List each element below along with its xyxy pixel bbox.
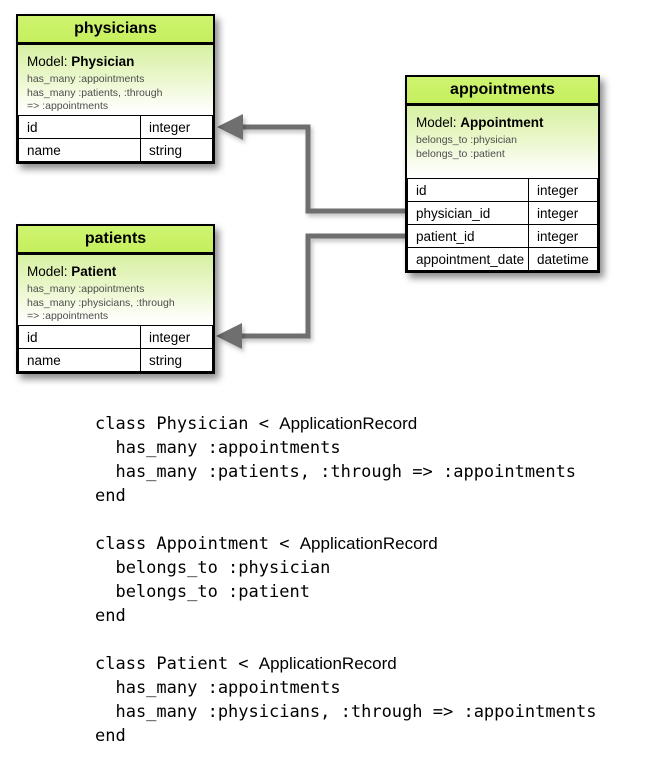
application-record-keyword: ApplicationRecord	[258, 654, 397, 673]
column-type-cell: string	[140, 138, 213, 162]
model-name: Physician	[71, 54, 135, 69]
model-name: Appointment	[460, 115, 544, 130]
column-name-cell: patient_id	[407, 224, 529, 248]
model-label: Model:	[416, 115, 457, 130]
table-appointments: appointments Model: Appointment belongs_…	[405, 75, 600, 273]
column-name-cell: name	[18, 348, 141, 372]
arrow-appointments-to-physicians	[241, 124, 405, 214]
column-name-cell: name	[18, 138, 141, 162]
code-line: has_many :appointments	[95, 438, 341, 458]
association-line: => :appointments	[27, 310, 109, 322]
association-line: belongs_to :physician	[416, 134, 517, 146]
ruby-code: class Physician < ApplicationRecord has_…	[95, 412, 597, 772]
table-appointments-title: appointments	[407, 77, 598, 106]
application-record-keyword: ApplicationRecord	[299, 534, 438, 553]
association-line: has_many :appointments	[27, 283, 145, 295]
code-line: end	[95, 486, 126, 506]
code-line: class Appointment < ApplicationRecord	[95, 534, 438, 554]
column-type-cell: integer	[528, 178, 598, 202]
table-physicians: physicians Model: Physician has_many :ap…	[16, 14, 215, 164]
column-type-cell: integer	[528, 201, 598, 225]
model-name: Patient	[71, 264, 117, 279]
relationship-arrows	[216, 114, 405, 349]
application-record-keyword: ApplicationRecord	[279, 414, 418, 433]
code-line: has_many :physicians, :through => :appoi…	[95, 702, 597, 722]
column-type-cell: integer	[528, 224, 598, 248]
model-line: Model: Appointment	[416, 115, 592, 130]
code-line: belongs_to :physician	[95, 558, 331, 578]
arrow-appointments-to-patients	[240, 233, 405, 339]
column-type-cell: integer	[140, 115, 213, 139]
code-line: belongs_to :patient	[95, 582, 310, 602]
column-type-cell: string	[140, 348, 213, 372]
model-line: Model: Patient	[27, 264, 207, 279]
column-name-cell: appointment_date	[407, 247, 529, 271]
association-line: belongs_to :patient	[416, 147, 505, 160]
model-line: Model: Physician	[27, 54, 207, 69]
code-line: has_many :patients, :through => :appoint…	[95, 462, 577, 482]
table-patients-title: patients	[18, 226, 213, 255]
code-block: class Physician < ApplicationRecord has_…	[95, 412, 597, 508]
column-type-cell: integer	[140, 325, 213, 349]
code-block: class Appointment < ApplicationRecord be…	[95, 532, 597, 628]
arrowhead-physicians	[217, 114, 243, 140]
column-name-cell: physician_id	[407, 201, 529, 225]
code-line: end	[95, 726, 126, 746]
code-line: end	[95, 606, 126, 626]
model-label: Model:	[27, 54, 68, 69]
association-line: has_many :physicians, :through	[27, 296, 175, 309]
association-line: has_many :appointments	[27, 73, 145, 85]
table-appointments-model-section: Model: Appointment belongs_to :physician…	[407, 106, 598, 178]
model-label: Model:	[27, 264, 68, 279]
column-name-cell: id	[407, 178, 529, 202]
table-patients: patients Model: Patient has_many :appoin…	[16, 224, 215, 374]
association-line: has_many :patients, :through	[27, 86, 163, 99]
column-name-cell: id	[18, 325, 141, 349]
column-name-cell: id	[18, 115, 141, 139]
association-line: => :appointments	[27, 100, 109, 112]
code-line: class Patient < ApplicationRecord	[95, 654, 397, 674]
code-line: class Physician < ApplicationRecord	[95, 414, 418, 434]
code-block: class Patient < ApplicationRecord has_ma…	[95, 652, 597, 748]
arrowhead-patients	[216, 323, 242, 349]
column-type-cell: datetime	[528, 247, 598, 271]
table-physicians-title: physicians	[18, 16, 213, 45]
code-line: has_many :appointments	[95, 678, 341, 698]
